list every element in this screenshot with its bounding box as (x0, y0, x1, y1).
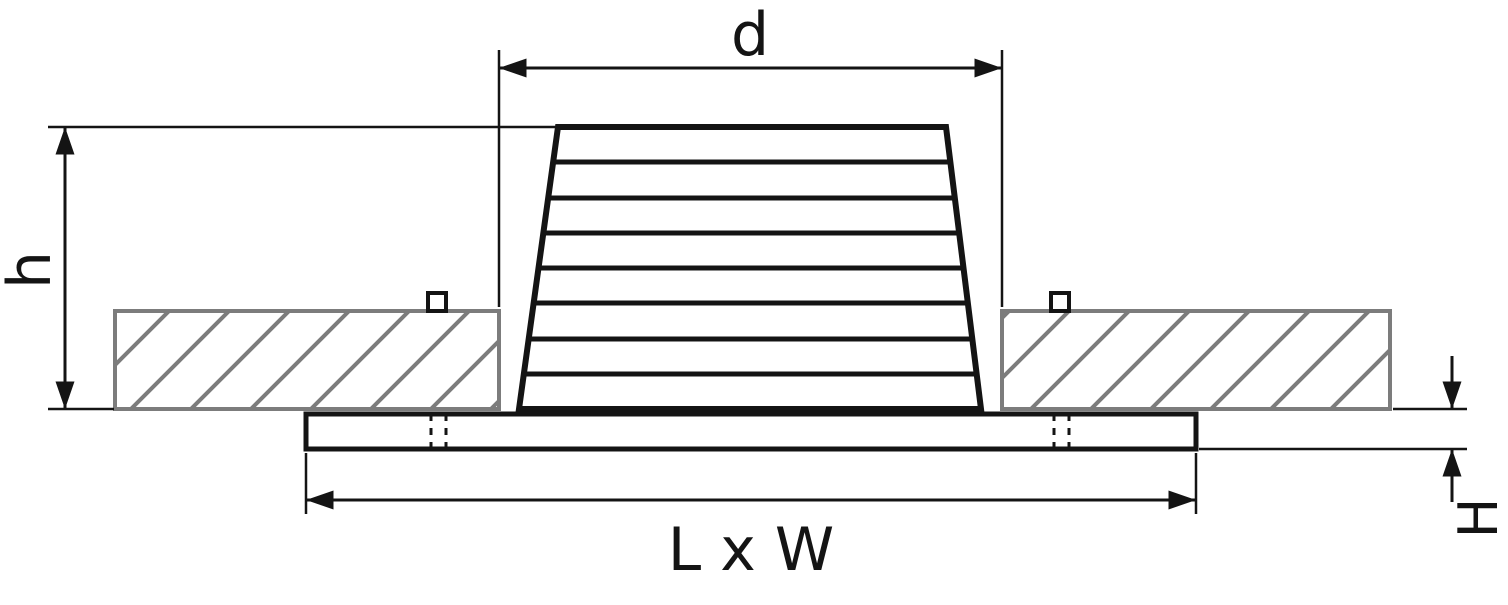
ceiling-hatch-right (1000, 309, 1392, 411)
dimension-H: H (1199, 356, 1508, 538)
h-label: h (0, 251, 65, 289)
dimension-h: h (0, 125, 558, 411)
dimension-LxW: L x W (304, 453, 1198, 585)
ceiling-hatch-left (113, 309, 501, 411)
trim-plate (303, 411, 1199, 452)
spring-clip-right (1049, 291, 1071, 313)
H-label: H (1447, 498, 1508, 539)
trim-plate-outline (303, 411, 1199, 452)
dimension-d: d (497, 0, 1004, 307)
ceiling-section-right (1000, 309, 1392, 411)
hidden-fastener-lines (429, 414, 1071, 449)
ceiling-section-left (113, 309, 501, 411)
d-label: d (731, 0, 769, 70)
LxW-label: L x W (668, 515, 834, 585)
lamp-body (515, 124, 985, 412)
lamp-body-fins (519, 159, 981, 377)
spring-clip-left (426, 291, 448, 313)
